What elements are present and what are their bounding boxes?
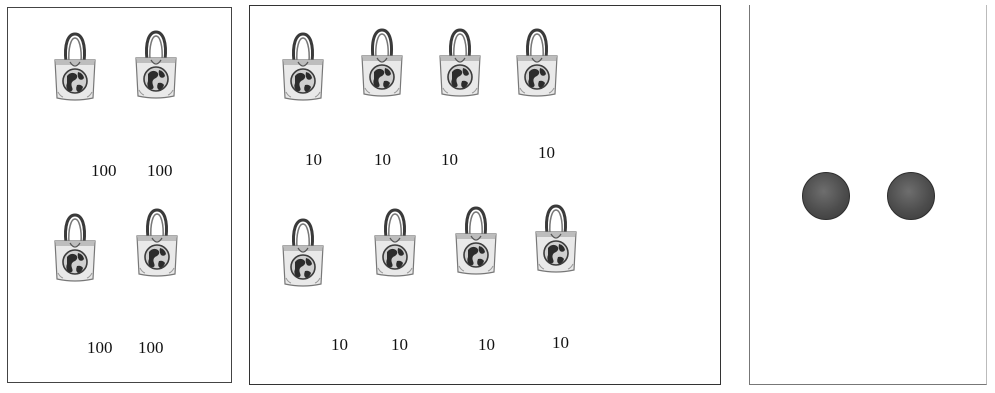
tote-bag-icon <box>50 213 100 283</box>
tote-bag-icon <box>512 28 562 98</box>
tote-bag-icon <box>278 218 328 288</box>
bag-value-label: 10 <box>478 335 495 355</box>
bag-value-label: 100 <box>147 161 173 181</box>
ones-panel <box>749 5 987 385</box>
counter-dot <box>802 172 850 220</box>
tote-bag-icon <box>278 32 328 102</box>
counter-dot <box>887 172 935 220</box>
tote-bag-icon <box>451 206 501 276</box>
bag-value-label: 100 <box>87 338 113 358</box>
tote-bag-icon <box>357 28 407 98</box>
bag-value-label: 10 <box>391 335 408 355</box>
bag-value-label: 10 <box>441 150 458 170</box>
tote-bag-icon <box>370 208 420 278</box>
tote-bag-icon <box>531 204 581 274</box>
bag-value-label: 100 <box>138 338 164 358</box>
bag-value-label: 10 <box>538 143 555 163</box>
bag-value-label: 10 <box>331 335 348 355</box>
bag-value-label: 10 <box>374 150 391 170</box>
bag-value-label: 100 <box>91 161 117 181</box>
hundreds-panel: 100 100 100 100 <box>7 7 232 383</box>
tote-bag-icon <box>50 32 100 102</box>
tote-bag-icon <box>131 30 181 100</box>
tote-bag-icon <box>132 208 182 278</box>
bag-value-label: 10 <box>305 150 322 170</box>
tote-bag-icon <box>435 28 485 98</box>
tens-panel: 10 10 10 10 10 10 10 10 <box>249 5 721 385</box>
bag-value-label: 10 <box>552 333 569 353</box>
